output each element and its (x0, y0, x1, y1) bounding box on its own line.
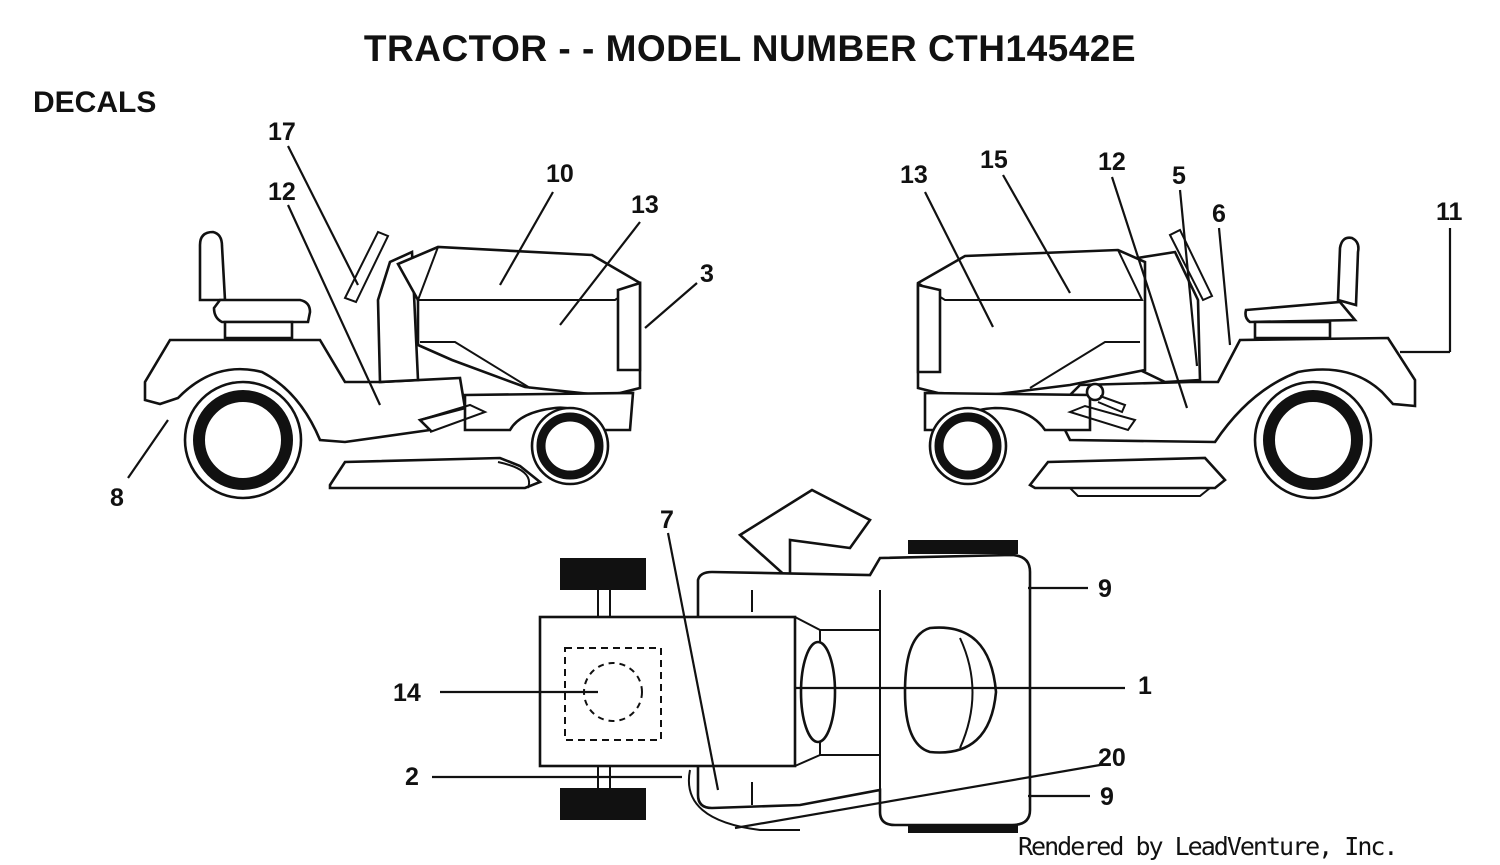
callout-11: 11 (1436, 198, 1463, 226)
callout-17: 17 (268, 118, 296, 146)
callout-14: 14 (393, 679, 421, 707)
diagram-title: TRACTOR - - MODEL NUMBER CTH14542E (363, 28, 1137, 69)
tractor-top-view (538, 488, 1032, 833)
callout-9-bottom: 9 (1100, 783, 1114, 811)
render-credit: Rendered by LeadVenture, Inc. (1018, 832, 1398, 861)
callout-12-left: 12 (268, 178, 296, 206)
tractor-right-side-view (916, 228, 1417, 500)
leader-lines (127, 145, 1452, 830)
left-front-tire (560, 558, 646, 590)
callout-2: 2 (405, 763, 419, 791)
callout-15: 15 (980, 146, 1008, 174)
callout-13-left: 13 (631, 191, 659, 219)
callout-12-right: 12 (1098, 148, 1126, 176)
callout-1: 1 (1138, 672, 1152, 700)
callout-5: 5 (1172, 162, 1186, 190)
callout-20: 20 (1098, 744, 1126, 772)
tractor-left-side-view (143, 230, 642, 500)
callout-numbers: 17 12 10 13 3 8 13 15 12 5 6 11 7 9 14 1… (110, 118, 1463, 811)
callout-10: 10 (546, 160, 574, 188)
callout-8: 8 (110, 484, 124, 512)
callout-6: 6 (1212, 200, 1226, 228)
callout-7: 7 (660, 506, 674, 534)
callout-3: 3 (700, 260, 714, 288)
callout-13-right: 13 (900, 161, 928, 189)
left-rear-tire (560, 788, 646, 820)
callout-9-top: 9 (1098, 575, 1112, 603)
section-heading: DECALS (33, 86, 157, 119)
